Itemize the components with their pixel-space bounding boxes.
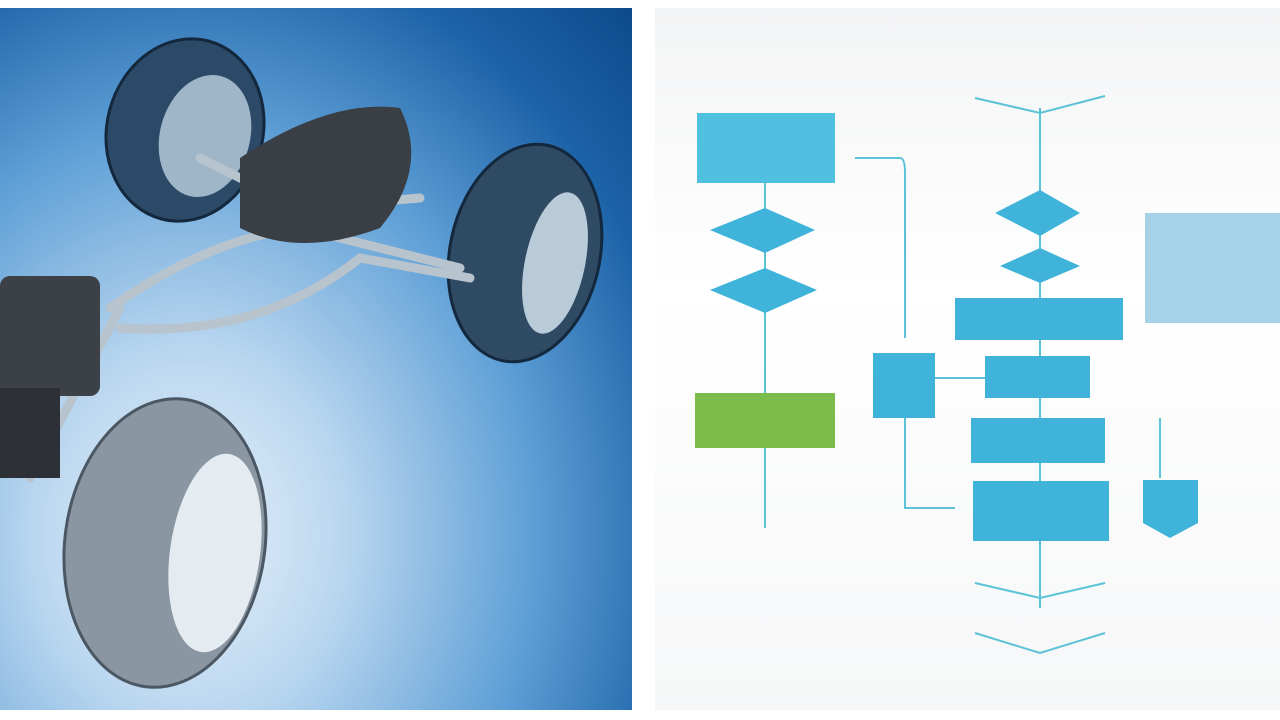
flow-box bbox=[973, 481, 1109, 541]
flow-box bbox=[873, 353, 935, 418]
3d-model-block bbox=[1145, 213, 1280, 323]
engine-block bbox=[0, 106, 412, 478]
flow-diamond bbox=[995, 190, 1080, 236]
flowchart-nodes bbox=[695, 113, 1280, 541]
flow-box bbox=[971, 418, 1105, 463]
flow-diamond bbox=[1000, 248, 1080, 283]
flow-box bbox=[955, 298, 1123, 340]
wheel-front bbox=[62, 397, 268, 689]
flow-box bbox=[985, 356, 1090, 398]
wheel-rear-left bbox=[104, 37, 266, 223]
flowchart-drawing bbox=[695, 95, 1280, 655]
chassis-drawing bbox=[0, 37, 604, 689]
flowchart-panel bbox=[655, 8, 1280, 710]
flow-box bbox=[697, 113, 835, 183]
flow-shield bbox=[1143, 480, 1198, 538]
flow-diamond bbox=[710, 208, 815, 253]
wheel-rear-right bbox=[446, 142, 604, 364]
flow-diamond bbox=[710, 268, 817, 313]
terrain-block bbox=[695, 393, 835, 448]
chassis-illustration-panel bbox=[0, 8, 632, 710]
